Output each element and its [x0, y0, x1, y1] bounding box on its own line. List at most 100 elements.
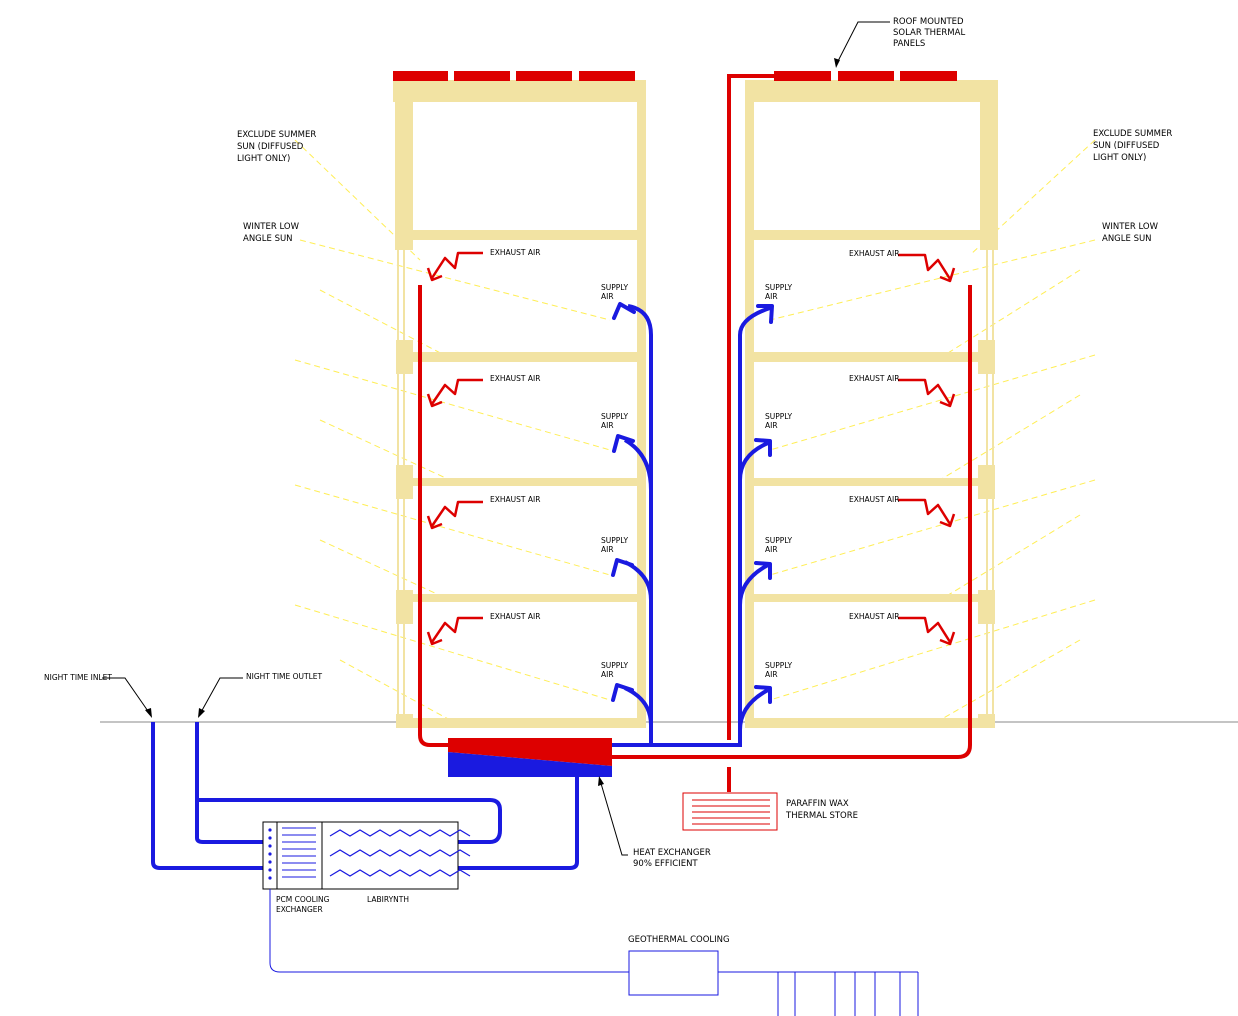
solar-feed-duct — [727, 74, 775, 740]
heat-exchanger-arrowhead — [598, 776, 604, 786]
left-inner-wall — [637, 80, 646, 728]
winter-left-2: ANGLE SUN — [243, 234, 293, 244]
right-supply-branch-4 — [738, 688, 769, 731]
pcm-labyrinth-unit — [262, 821, 471, 890]
supply-arrow-right-4 — [754, 685, 772, 704]
exclude-summer-right-3: LIGHT ONLY) — [1093, 153, 1146, 163]
right-floor-1 — [754, 230, 980, 240]
summer-sun-ray-left-5 — [339, 659, 451, 721]
geothermal-pipe — [269, 889, 629, 973]
solar-panel — [774, 71, 831, 81]
night-outlet-arrowhead — [198, 708, 205, 718]
supply-label-1: SUPPLY — [765, 536, 792, 545]
roof-panels-arrowhead — [834, 58, 840, 68]
left-column-4 — [396, 714, 413, 728]
night-outlet-label: NIGHT TIME OUTLET — [246, 672, 323, 681]
right-facade-line-b — [992, 250, 994, 720]
left-supply-branch-2 — [623, 438, 653, 491]
supply-arrow-right-3 — [754, 561, 772, 580]
exclude-summer-left-2: SUN (DIFFUSED — [237, 142, 304, 152]
supply-label-2: AIR — [601, 545, 614, 554]
geothermal-box — [628, 950, 719, 996]
left-facade-line-a — [397, 250, 399, 720]
supply-arrow-left-1 — [612, 302, 636, 320]
left-building — [393, 80, 646, 728]
supply-label-2: AIR — [765, 670, 778, 679]
night-inlet-label: NIGHT TIME INLET — [44, 673, 112, 682]
heat-exchanger-leader — [599, 779, 628, 856]
solar-panel — [838, 71, 894, 81]
left-floor-1 — [413, 230, 637, 240]
supply-arrow-right-2 — [754, 438, 772, 457]
geothermal-cooling — [269, 889, 919, 1016]
left-facade-line-b — [403, 250, 405, 720]
winter-sun-ray-left-3 — [294, 484, 611, 576]
supply-label-2: AIR — [601, 670, 614, 679]
exhaust-label: EXHAUST AIR — [849, 495, 899, 504]
summer-sun-ray-right-3 — [939, 394, 1081, 481]
pcm-dots — [268, 828, 272, 880]
summer-sun-ray-left-4 — [319, 539, 451, 601]
left-floor-3 — [413, 478, 637, 486]
heat-exchanger — [448, 738, 612, 777]
right-supply-branch-2 — [738, 441, 769, 481]
right-roof-parapet — [980, 80, 998, 250]
left-roof-parapet — [395, 80, 413, 250]
exhaust-label: EXHAUST AIR — [849, 612, 899, 621]
right-floor-2 — [754, 352, 980, 362]
left-exhaust-duct — [418, 285, 450, 747]
supply-arrow-left-4 — [611, 683, 634, 702]
roof-panels-label-1: ROOF MOUNTED — [893, 17, 964, 27]
summer-sun-ray-left-2 — [319, 289, 451, 359]
supply-label-2: AIR — [765, 545, 778, 554]
exclude-summer-left-3: LIGHT ONLY) — [237, 154, 290, 164]
solar-panel — [900, 71, 957, 81]
right-building — [745, 80, 998, 728]
roof-panels-label-2: SOLAR THERMAL — [893, 28, 965, 38]
exhaust-label: EXHAUST AIR — [849, 374, 899, 383]
winter-sun-ray-left-1 — [299, 239, 611, 321]
exhaust-arrow-right-3 — [898, 498, 956, 528]
exclude-summer-left-1: EXCLUDE SUMMER — [237, 130, 316, 140]
sun-rays — [294, 139, 1096, 721]
supply-label-2: AIR — [601, 292, 614, 301]
exhaust-arrows — [426, 251, 956, 646]
right-floor-4 — [754, 594, 980, 602]
winter-right-1: WINTER LOW — [1102, 222, 1159, 232]
supply-label-2: AIR — [765, 292, 778, 301]
right-floor-ground — [754, 718, 980, 728]
pcm-plates — [282, 827, 316, 878]
pcm-label-2: EXCHANGER — [276, 905, 323, 914]
supply-label-1: SUPPLY — [601, 412, 628, 421]
geothermal-label: GEOTHERMAL COOLING — [628, 935, 730, 945]
right-exhaust-duct — [612, 285, 972, 759]
supply-label-1: SUPPLY — [765, 283, 792, 292]
leader-lines — [102, 21, 890, 856]
right-roof-slab — [745, 80, 998, 102]
exhaust-arrow-left-4 — [426, 616, 483, 646]
supply-label-1: SUPPLY — [601, 661, 628, 670]
summer-sun-ray-right-4 — [939, 514, 1081, 601]
roof-panels-leader — [835, 21, 890, 66]
night-inlet-duct — [151, 722, 263, 870]
exhaust-arrow-left-1 — [426, 251, 483, 282]
exhaust-arrow-right-1 — [898, 253, 956, 283]
left-floor-2 — [413, 352, 637, 362]
supply-label-2: AIR — [765, 421, 778, 430]
right-supply-branch-3 — [738, 563, 769, 606]
supply-arrowheads — [611, 302, 774, 704]
pcm-label-1: PCM COOLING — [276, 895, 330, 904]
supply-label-1: SUPPLY — [601, 283, 628, 292]
solar-panel — [454, 71, 510, 81]
solar-panels — [393, 71, 957, 81]
exclude-summer-right-2: SUN (DIFFUSED — [1093, 141, 1160, 151]
solar-panel — [579, 71, 635, 81]
supply-label-1: SUPPLY — [765, 661, 792, 670]
winter-sun-ray-right-1 — [769, 239, 1096, 321]
exclude-summer-right-1: EXCLUDE SUMMER — [1093, 129, 1172, 139]
right-facade-line-a — [986, 250, 988, 720]
exhaust-label: EXHAUST AIR — [490, 374, 540, 383]
labels: ROOF MOUNTED SOLAR THERMAL PANELS EXCLUD… — [44, 17, 1172, 945]
left-roof-slab — [393, 80, 646, 102]
exhaust-arrow-right-4 — [898, 616, 956, 646]
